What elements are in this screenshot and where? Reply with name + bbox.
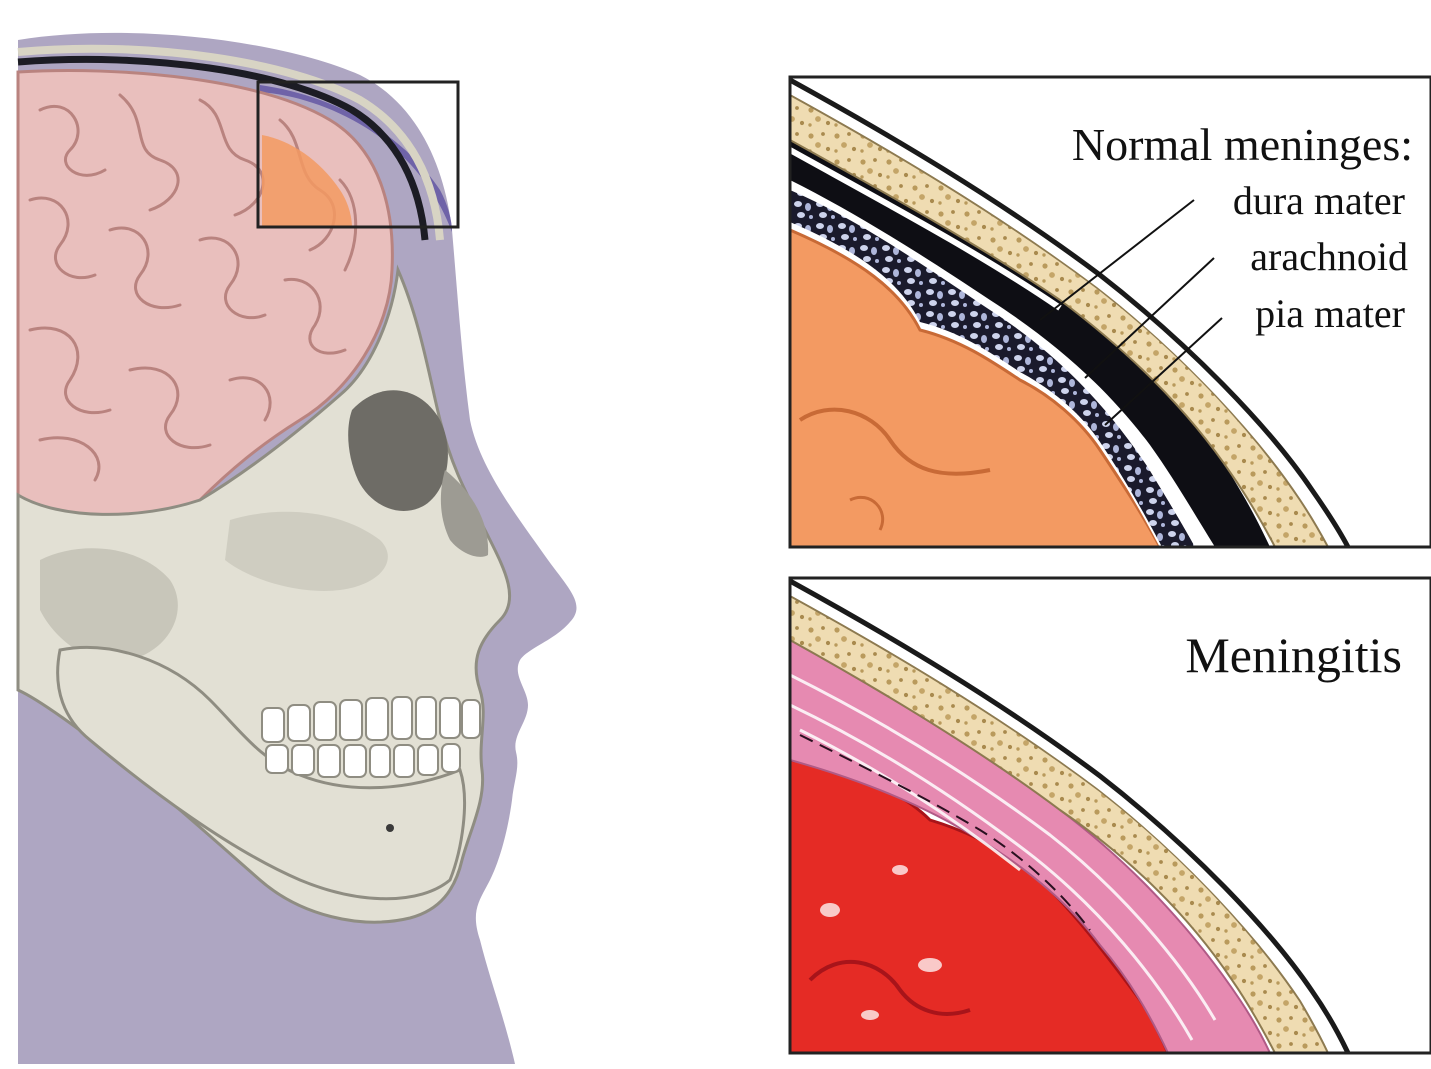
meningitis-panel: Meningitis: [790, 578, 1431, 1053]
arachnoid-label: arachnoid: [1250, 234, 1408, 279]
mental-foramen: [386, 824, 394, 832]
pia-label: pia mater: [1255, 291, 1405, 336]
normal-meninges-panel: Normal meninges: dura mater arachnoid pi…: [790, 77, 1431, 547]
head-profile: [18, 33, 576, 1064]
dura-label: dura mater: [1233, 178, 1405, 223]
teeth: [262, 697, 480, 777]
meningitis-title: Meningitis: [1185, 627, 1402, 683]
normal-title: Normal meninges:: [1072, 119, 1413, 170]
